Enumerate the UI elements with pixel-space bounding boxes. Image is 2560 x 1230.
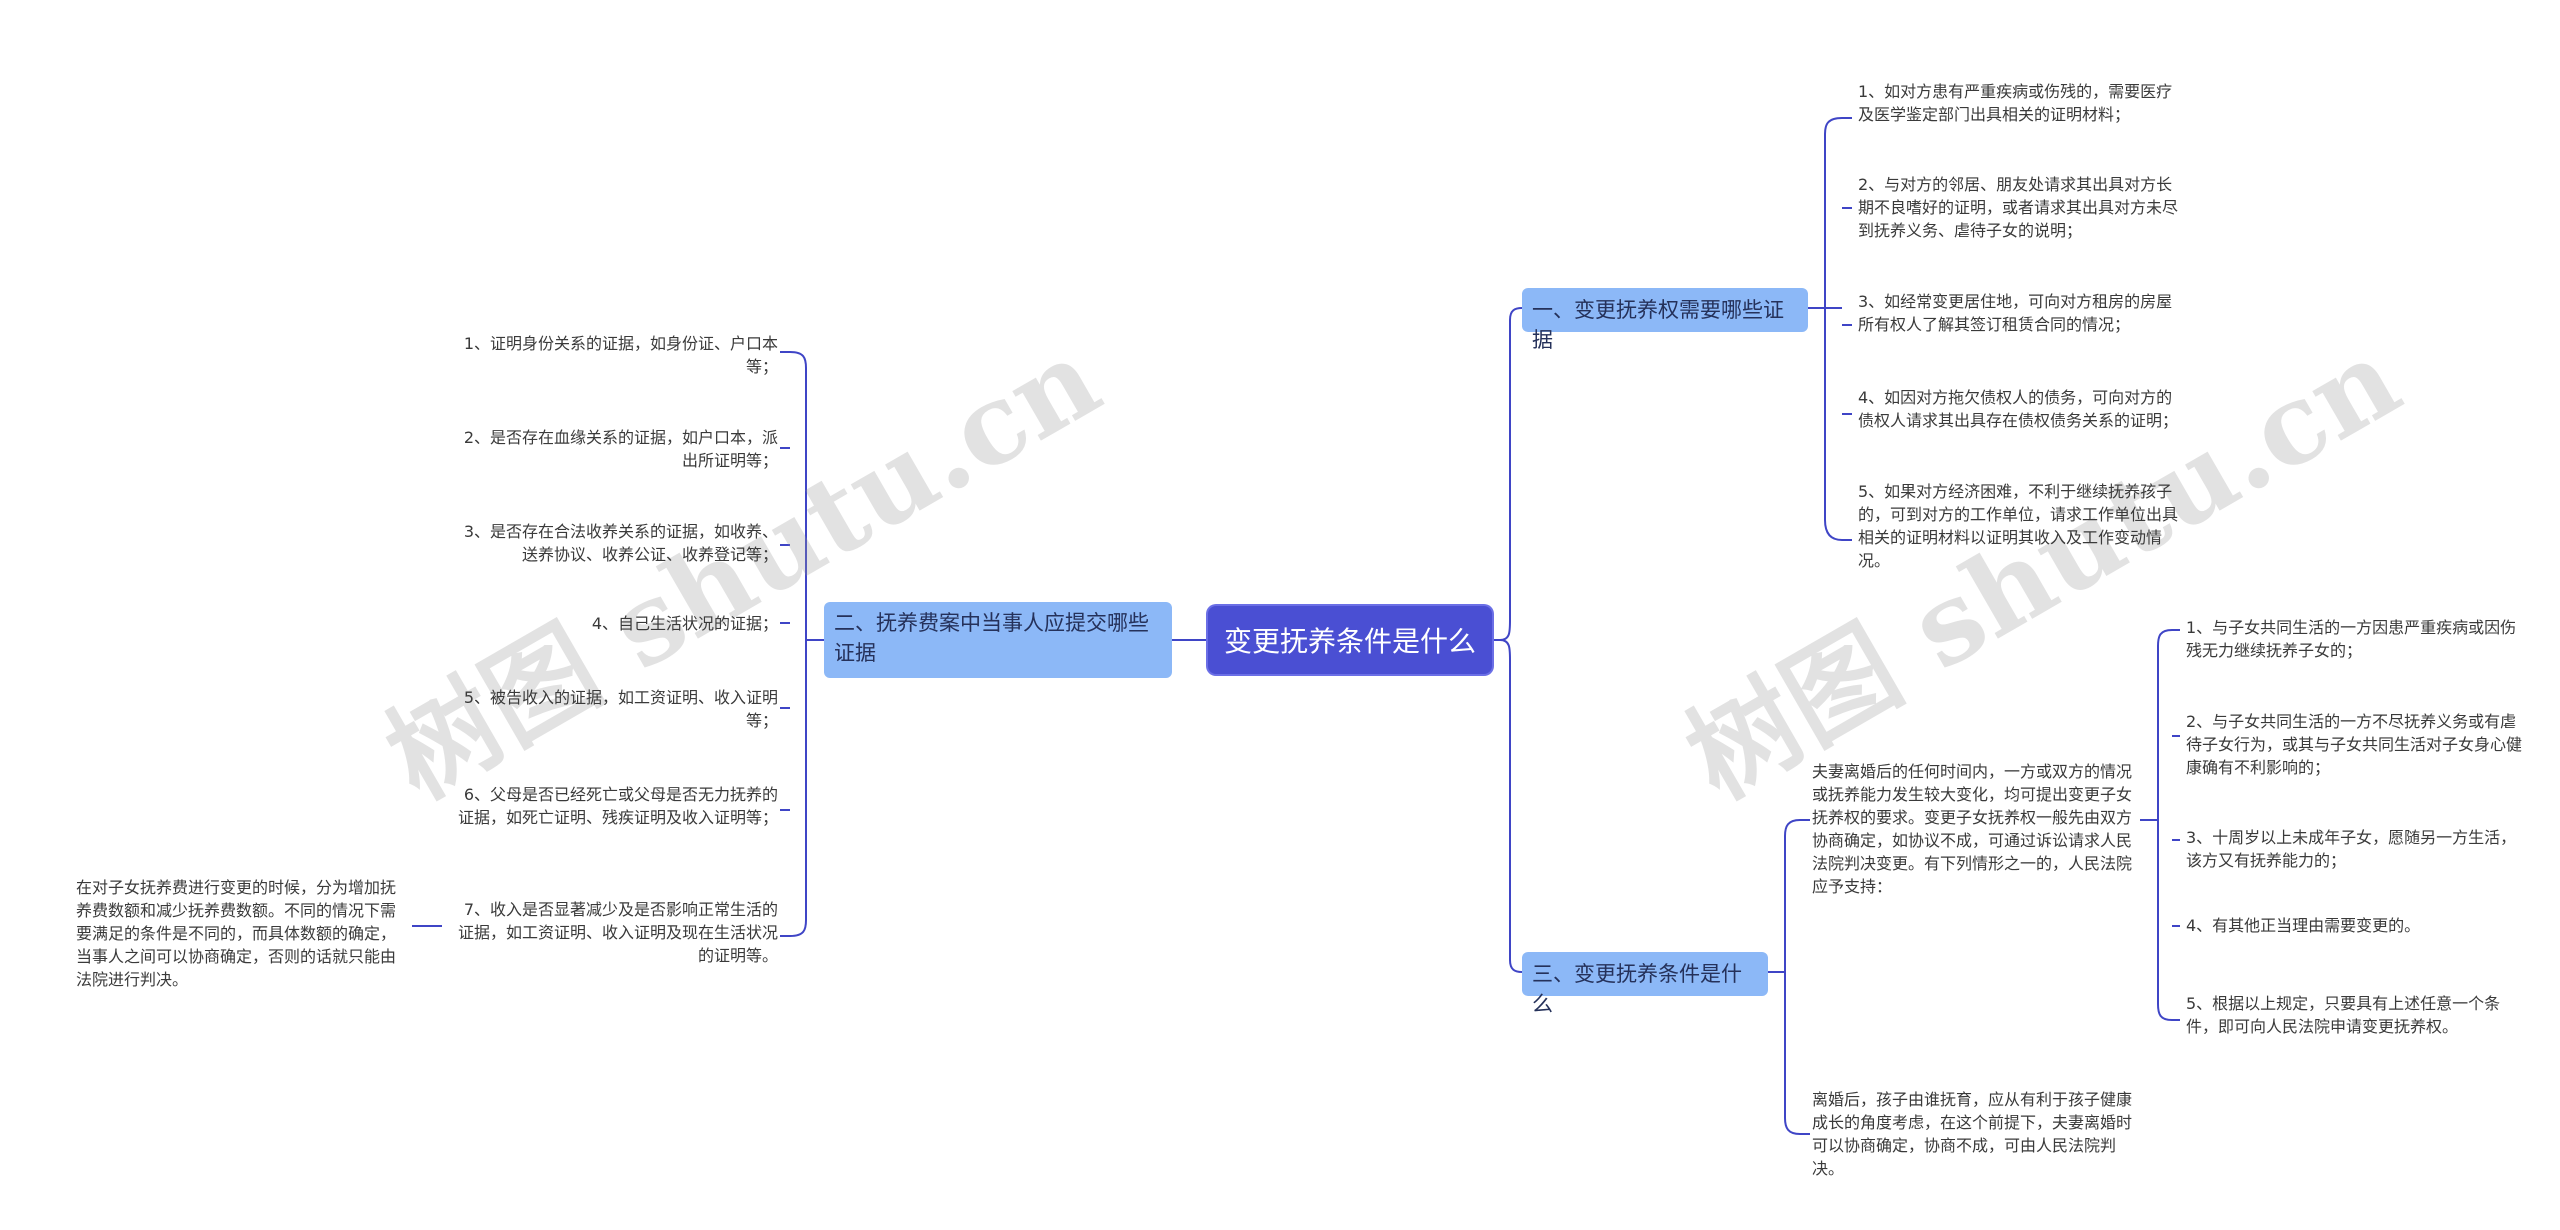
b3-sub1: 夫妻离婚后的任何时间内，一方或双方的情况或抚养能力发生较大变化，均可提出变更子女… xyxy=(1812,762,2133,896)
b1-item-3: 3、如经常变更居住地，可向对方租房的房屋所有权人了解其签订租赁合同的情况； xyxy=(1858,292,2173,334)
b3-sub2: 离婚后，孩子由谁抚育，应从有利于孩子健康成长的角度考虑，在这个前提下，夫妻离婚时… xyxy=(1812,1090,2133,1178)
b3-sub1-item-3: 3、十周岁以上未成年子女，愿随另一方生活，该方又有抚养能力的； xyxy=(2186,828,2517,870)
b2-item-2: 2、是否存在血缘关系的证据，如户口本，派出所证明等； xyxy=(463,428,778,470)
b1-item-2: 2、与对方的邻居、朋友处请求其出具对方长期不良嗜好的证明，或者请求其出具对方未尽… xyxy=(1858,175,2179,240)
b2-item-4: 4、自己生活状况的证据； xyxy=(591,614,778,633)
b3-sub1-item-1: 1、与子女共同生活的一方因患严重疾病或因伤残无力继续抚养子女的； xyxy=(2186,618,2517,660)
b2-item-7: 7、收入是否显著减少及是否影响正常生活的证据，如工资证明、收入证明及现在生活状况… xyxy=(457,900,778,965)
b3-sub1-item-5: 5、根据以上规定，只要具有上述任意一个条件，即可向人民法院申请变更抚养权。 xyxy=(2186,994,2501,1036)
b2-item-1: 1、证明身份关系的证据，如身份证、户口本等； xyxy=(463,334,778,376)
b2-note: 在对子女抚养费进行变更的时候，分为增加抚养费数额和减少抚养费数额。不同的情况下需… xyxy=(76,878,397,989)
b2-item-5: 5、被告收入的证据，如工资证明、收入证明等； xyxy=(463,688,778,730)
b2-item-3: 3、是否存在合法收养关系的证据，如收养、送养协议、收养公证、收养登记等； xyxy=(463,522,778,564)
b1-item-4: 4、如因对方拖欠债权人的债务，可向对方的债权人请求其出具存在债权债务关系的证明； xyxy=(1858,388,2179,430)
b2-item-6: 6、父母是否已经死亡或父母是否无力抚养的证据，如死亡证明、残疾证明及收入证明等； xyxy=(457,785,778,827)
branch-evidence-for-custody-change[interactable]: 一、变更抚养权需要哪些证据 xyxy=(1522,288,1808,352)
b1-item-5: 5、如果对方经济困难，不利于继续抚养孩子的，可到对方的工作单位，请求工作单位出具… xyxy=(1858,482,2179,570)
branch-custody-change-conditions[interactable]: 三、变更抚养条件是什么 xyxy=(1522,952,1768,1016)
root-node[interactable]: 变更抚养条件是什么 xyxy=(1208,606,1492,674)
b3-sub1-item-2: 2、与子女共同生活的一方不尽抚养义务或有虐待子女行为，或其与子女共同生活对子女身… xyxy=(2186,712,2523,777)
branch-evidence-for-support-case[interactable]: 二、抚养费案中当事人应提交哪些证据 xyxy=(824,602,1172,678)
b1-item-1: 1、如对方患有严重疾病或伤残的，需要医疗及医学鉴定部门出具相关的证明材料； xyxy=(1858,82,2173,124)
b3-sub1-item-4: 4、有其他正当理由需要变更的。 xyxy=(2186,916,2421,935)
